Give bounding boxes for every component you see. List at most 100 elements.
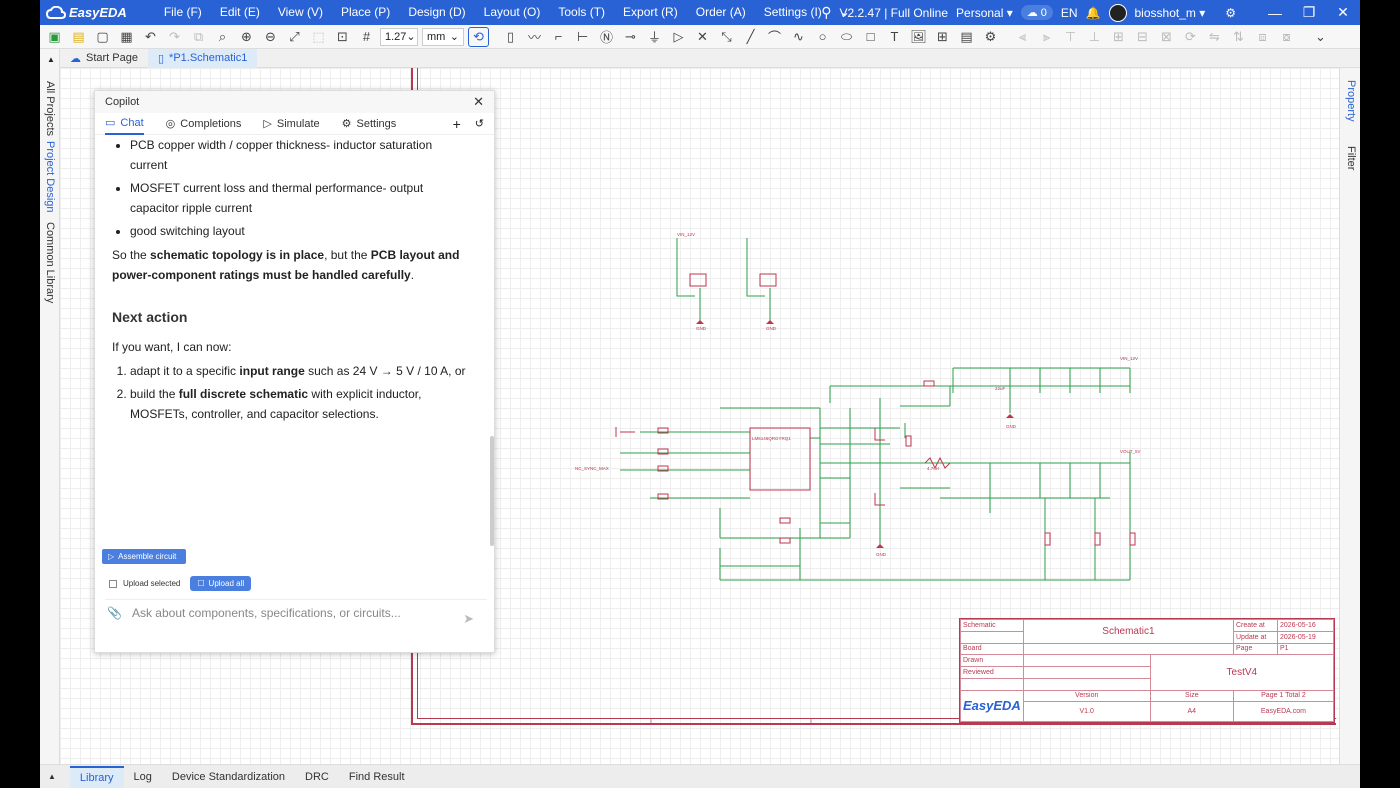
fit-view-icon[interactable]: ⤢ xyxy=(289,28,300,44)
redo-icon[interactable]: ↷ xyxy=(169,28,180,44)
align-center-icon[interactable]: ⊞ xyxy=(1113,28,1124,44)
collapse-arrow-icon[interactable]: ▲ xyxy=(48,772,56,781)
component-icon[interactable]: ▯ xyxy=(506,28,515,44)
tab-completions[interactable]: ◎Completions xyxy=(166,113,242,135)
tab-log[interactable]: Log xyxy=(133,770,152,783)
distribute-v-icon[interactable]: ⊠ xyxy=(1161,28,1172,44)
new-project-icon[interactable]: ▣ xyxy=(48,28,61,44)
close-icon[interactable]: ✕ xyxy=(473,94,484,109)
netlist-icon[interactable]: ⚙ xyxy=(984,28,997,44)
paperclip-icon[interactable]: 📎 xyxy=(107,605,122,620)
tab-settings[interactable]: ⚙Settings xyxy=(342,113,397,135)
plan-select[interactable]: Personal ▾ xyxy=(956,5,1013,20)
zoom-in-icon[interactable]: ⊕ xyxy=(241,28,252,44)
net-label-icon[interactable]: Ⓝ xyxy=(599,30,613,45)
circle-icon[interactable]: ○ xyxy=(818,29,827,44)
menu-order[interactable]: Order (A) xyxy=(695,5,746,19)
align-left-icon[interactable]: ⫷ xyxy=(1018,28,1027,44)
user-menu[interactable]: biosshot_m ▾ xyxy=(1134,5,1206,20)
app-logo[interactable]: EasyEDA xyxy=(46,5,127,20)
tab-simulate[interactable]: ▷Simulate xyxy=(263,113,319,135)
menu-more-chevron-icon[interactable]: ⌄ xyxy=(839,5,850,19)
upload-all-button[interactable]: ☐Upload all xyxy=(190,576,252,591)
open-doc-icon[interactable]: ▢ xyxy=(96,28,109,44)
gear-icon[interactable]: ⚙ xyxy=(1225,5,1236,20)
rail-all-projects[interactable]: All Projects xyxy=(44,81,56,137)
cloud-sync-button[interactable]: ☁0 xyxy=(1020,5,1053,20)
search-icon[interactable]: ⚲ xyxy=(821,4,832,20)
align-right-icon[interactable]: ⫸ xyxy=(1042,28,1051,44)
chat-input[interactable]: Ask about components, specifications, or… xyxy=(131,605,401,620)
send-icon[interactable]: ➤ xyxy=(463,611,474,626)
open-folder-icon[interactable]: ▤ xyxy=(72,28,85,44)
ellipse-icon[interactable]: ⬭ xyxy=(840,28,853,44)
zoom-selection-icon[interactable]: ⬚ xyxy=(312,28,325,44)
bell-icon[interactable]: 🔔 xyxy=(1085,5,1101,20)
flip-v-icon[interactable]: ⇅ xyxy=(1233,28,1244,44)
bus-icon[interactable]: ⌐ xyxy=(554,29,563,44)
copy-format-icon[interactable]: ⧉ xyxy=(193,28,204,44)
chat-scrollbar[interactable] xyxy=(490,436,494,546)
rail-filter[interactable]: Filter xyxy=(1345,146,1357,171)
send-back-icon[interactable]: ⧇ xyxy=(1282,28,1291,44)
close-icon[interactable]: ✕ xyxy=(1337,4,1349,20)
align-top-icon[interactable]: ⊤ xyxy=(1064,28,1077,44)
undo-icon[interactable]: ↶ xyxy=(145,28,156,44)
bom-icon[interactable]: ▤ xyxy=(960,28,973,44)
image-icon[interactable]: 🖼 xyxy=(910,28,927,44)
wire-icon[interactable]: 〰 xyxy=(527,30,541,45)
power-flag-icon[interactable]: ⏚ xyxy=(647,30,661,45)
collapse-arrow-icon[interactable]: ▲ xyxy=(47,55,55,64)
grid-size-select[interactable]: 1.27⌄ xyxy=(380,27,418,46)
distribute-h-icon[interactable]: ⊟ xyxy=(1137,28,1148,44)
snap-icon[interactable]: ⟲ xyxy=(468,26,489,47)
net-port-icon[interactable]: ⊸ xyxy=(625,28,636,44)
menu-layout[interactable]: Layout (O) xyxy=(483,5,541,19)
language-button[interactable]: EN xyxy=(1060,5,1078,20)
net-flag-icon[interactable]: ▷ xyxy=(673,28,684,44)
minimize-icon[interactable]: — xyxy=(1268,4,1282,21)
no-connect-icon[interactable]: ✕ xyxy=(697,28,708,44)
bus-entry-icon[interactable]: ⊢ xyxy=(576,28,589,44)
avatar[interactable] xyxy=(1108,3,1127,22)
zoom-area-icon[interactable]: ⊡ xyxy=(337,28,348,44)
history-icon[interactable]: ↺ xyxy=(474,118,484,130)
restore-icon[interactable]: ❐ xyxy=(1302,4,1316,20)
table-icon[interactable]: ⊞ xyxy=(937,28,948,44)
tab-device-standardization[interactable]: Device Standardization xyxy=(171,770,286,783)
grid-icon[interactable]: # xyxy=(362,29,371,44)
new-chat-plus-icon[interactable]: + xyxy=(452,115,461,132)
align-bottom-icon[interactable]: ⊥ xyxy=(1088,28,1101,44)
save-icon[interactable]: ▦ xyxy=(120,28,133,44)
rail-project-design[interactable]: Project Design xyxy=(44,141,56,213)
menu-view[interactable]: View (V) xyxy=(277,5,323,19)
zoom-out-icon[interactable]: ⊖ xyxy=(265,28,276,44)
tab-drc[interactable]: DRC xyxy=(305,770,329,783)
tab-find-result[interactable]: Find Result xyxy=(348,770,405,783)
menu-place[interactable]: Place (P) xyxy=(340,5,391,19)
assemble-circuit-button[interactable]: ▷Assemble circuit xyxy=(102,549,186,564)
bezier-icon[interactable]: ∿ xyxy=(793,28,804,44)
tab-start-page[interactable]: ☁Start Page xyxy=(60,49,148,68)
tab-library[interactable]: Library xyxy=(69,765,124,788)
rotate-icon[interactable]: ⟳ xyxy=(1185,28,1196,44)
menu-design[interactable]: Design (D) xyxy=(408,5,466,19)
rail-property[interactable]: Property xyxy=(1345,80,1357,122)
upload-selected-checkbox[interactable] xyxy=(109,579,117,588)
menu-export[interactable]: Export (R) xyxy=(623,5,678,19)
menu-settings[interactable]: Settings (I) xyxy=(763,5,822,19)
menu-file[interactable]: File (F) xyxy=(163,5,202,19)
flip-h-icon[interactable]: ⇋ xyxy=(1209,28,1220,44)
unit-select[interactable]: mm⌄ xyxy=(422,27,464,46)
probe-icon[interactable]: ⤡ xyxy=(721,28,732,44)
text-icon[interactable]: T xyxy=(890,29,899,44)
find-icon[interactable]: ⌕ xyxy=(218,28,227,44)
upload-selected-label[interactable]: Upload selected xyxy=(123,579,181,588)
toolbar-more-chevron-icon[interactable]: ⌄ xyxy=(1315,28,1326,44)
menu-tools[interactable]: Tools (T) xyxy=(558,5,606,19)
line-icon[interactable]: ╱ xyxy=(746,28,755,44)
menu-edit[interactable]: Edit (E) xyxy=(219,5,260,19)
rectangle-icon[interactable]: □ xyxy=(866,29,875,44)
tab-chat[interactable]: ▭Chat xyxy=(105,113,144,135)
bring-front-icon[interactable]: ⧈ xyxy=(1258,28,1267,44)
